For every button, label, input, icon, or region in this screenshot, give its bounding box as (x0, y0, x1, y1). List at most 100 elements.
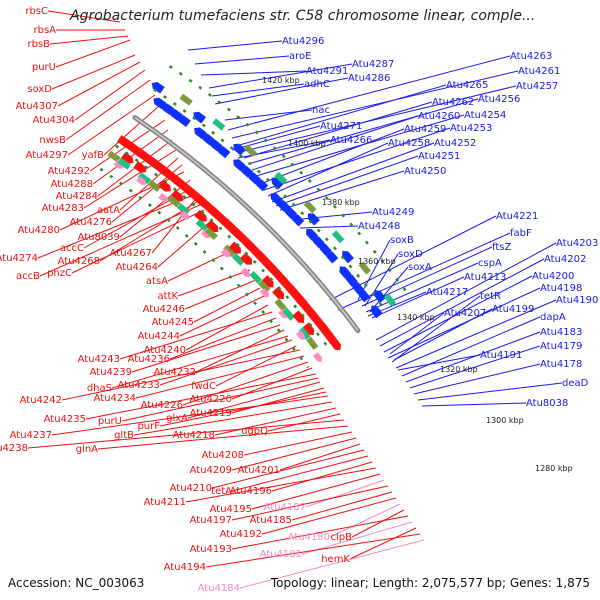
reverse-gene-label[interactable]: tetR (480, 291, 501, 302)
reverse-gene-label[interactable]: Atu4256 (478, 94, 520, 105)
reverse-gene-label[interactable]: soxB (390, 235, 414, 246)
reverse-gene-label[interactable]: Atu4266 (330, 135, 372, 146)
reverse-gene-label[interactable]: Atu4259 (404, 124, 446, 135)
forward-gene-label[interactable]: Atu4276 (70, 217, 112, 228)
reverse-gene-label[interactable]: fabF (510, 228, 532, 239)
forward-gene-label[interactable]: Atu4307 (16, 101, 58, 112)
reverse-gene-label[interactable]: Atu4253 (450, 123, 492, 134)
reverse-gene-label[interactable]: Atu4251 (418, 151, 460, 162)
reverse-gene-label[interactable]: Atu4254 (464, 110, 506, 121)
forward-gene-label[interactable]: Atu4243 (78, 354, 120, 365)
reverse-gene-label[interactable]: Atu4191 (480, 350, 522, 361)
reverse-gene-label[interactable]: Atu4207 (444, 308, 486, 319)
forward-gene-label[interactable]: Atu4297 (26, 150, 68, 161)
forward-gene-label[interactable]: aatA (97, 205, 120, 216)
forward-gene-label[interactable]: Atu4245 (152, 317, 194, 328)
reverse-gene-label[interactable]: nac (312, 105, 330, 116)
reverse-gene-label[interactable]: Atu4291 (306, 66, 348, 77)
reverse-gene-label[interactable]: Atu4183 (540, 327, 582, 338)
forward-gene-label[interactable]: Atu4283 (42, 203, 84, 214)
forward-gene-label[interactable]: Atu4244 (138, 331, 180, 342)
reverse-gene-label[interactable]: Atu4265 (446, 80, 488, 91)
forward-gene-label[interactable]: Atu4194 (164, 562, 206, 573)
reverse-gene-label[interactable]: Atu4296 (282, 36, 324, 47)
forward-gene-label[interactable]: Atu4235 (44, 414, 86, 425)
forward-gene-label[interactable]: Atu4268 (58, 256, 100, 267)
forward-gene-label[interactable]: Atu4181 (260, 549, 302, 560)
forward-gene-label[interactable]: dhaS (87, 383, 112, 394)
reverse-gene-label[interactable]: Atu4257 (516, 81, 558, 92)
reverse-gene-label[interactable]: Atu4260 (418, 111, 460, 122)
forward-gene-label[interactable]: glxA (166, 413, 188, 424)
reverse-gene-label[interactable]: Atu4271 (320, 121, 362, 132)
reverse-gene-label[interactable]: Atu4179 (540, 341, 582, 352)
forward-gene-label[interactable]: Atu4197 (190, 515, 232, 526)
forward-gene-label[interactable]: Atu4232 (154, 367, 196, 378)
forward-gene-label[interactable]: Atu4267 (110, 248, 152, 259)
forward-gene-label[interactable]: Atu4192 (220, 529, 262, 540)
forward-gene-label[interactable]: Atu4236 (128, 354, 170, 365)
forward-gene-label[interactable]: Atu4195 (210, 504, 252, 515)
forward-gene-label[interactable]: Atu4185 (250, 515, 292, 526)
forward-gene-label[interactable]: Atu4280 (18, 225, 60, 236)
forward-gene-label[interactable]: tetA (211, 486, 232, 497)
forward-gene-label[interactable]: Atu4284 (56, 191, 98, 202)
reverse-gene-label[interactable]: adhC (304, 79, 330, 90)
forward-gene-label[interactable]: Atu4233 (118, 380, 160, 391)
reverse-gene-label[interactable]: Atu4202 (544, 254, 586, 265)
forward-gene-label[interactable]: accB (16, 271, 40, 282)
forward-gene-label[interactable]: purU (32, 62, 56, 73)
reverse-gene-label[interactable]: soxD (398, 249, 423, 260)
reverse-gene-label[interactable]: ftsZ (492, 242, 511, 253)
forward-gene-label[interactable]: Atu4234 (94, 393, 136, 404)
reverse-gene-label[interactable]: deaD (562, 378, 589, 389)
reverse-gene-label[interactable]: Atu4199 (492, 304, 534, 315)
reverse-gene-label[interactable]: Atu4198 (540, 283, 582, 294)
forward-gene-label[interactable]: Atu4201 (238, 465, 280, 476)
reverse-gene-label[interactable]: Atu4287 (352, 59, 394, 70)
forward-gene-label[interactable]: Atu4180 (288, 532, 330, 543)
forward-gene-label[interactable]: Atu4219 (190, 408, 232, 419)
reverse-gene-label[interactable]: Atu4286 (348, 73, 390, 84)
reverse-gene-label[interactable]: cspA (478, 258, 502, 269)
forward-gene-label[interactable]: Atu4264 (116, 262, 158, 273)
reverse-gene-label[interactable]: Atu8038 (526, 398, 568, 409)
forward-gene-label[interactable]: fwdC (191, 381, 216, 392)
reverse-gene-label[interactable]: Atu4250 (404, 166, 446, 177)
forward-gene-label[interactable]: clpB (331, 532, 353, 543)
forward-gene-label[interactable]: purU (98, 416, 122, 427)
forward-gene-label[interactable]: Atu4246 (143, 304, 185, 315)
reverse-gene-label[interactable]: Atu4249 (372, 207, 414, 218)
reverse-gene-label[interactable]: Atu4213 (464, 272, 506, 283)
reverse-gene-label[interactable]: Atu4178 (540, 359, 582, 370)
forward-gene-label[interactable]: Atu4218 (173, 430, 215, 441)
forward-gene-label[interactable]: Atu4239 (90, 367, 132, 378)
reverse-gene-label[interactable]: Atu4262 (432, 97, 474, 108)
forward-gene-label[interactable]: glnA (76, 444, 98, 455)
forward-gene-label[interactable]: ugpQ (241, 426, 268, 437)
reverse-gene-label[interactable]: aroE (289, 51, 311, 62)
forward-gene-label[interactable]: Atu4187 (264, 502, 306, 513)
reverse-gene-label[interactable]: Atu4258 (388, 138, 430, 149)
forward-gene-label[interactable]: Atu4184 (198, 583, 240, 594)
forward-gene-label[interactable]: Atu4274 (0, 253, 38, 264)
reverse-gene-label[interactable]: Atu4252 (434, 138, 476, 149)
forward-gene-label[interactable]: atsA (146, 276, 168, 287)
forward-gene-label[interactable]: attK (157, 291, 178, 302)
forward-gene-label[interactable]: Atu4226 (141, 400, 183, 411)
forward-gene-label[interactable]: Atu4211 (144, 497, 186, 508)
forward-gene-label[interactable]: Atu4242 (20, 395, 62, 406)
reverse-gene-label[interactable]: Atu4263 (510, 51, 552, 62)
forward-gene-label[interactable]: Atu4288 (51, 179, 93, 190)
reverse-gene-label[interactable]: Atu4203 (556, 238, 598, 249)
forward-gene-label[interactable]: Atu4208 (202, 450, 244, 461)
forward-gene-label[interactable]: Atu4196 (230, 486, 272, 497)
forward-gene-label[interactable]: soxD (27, 84, 52, 95)
forward-gene-label[interactable]: Atu4238 (0, 443, 28, 454)
forward-gene-label[interactable]: Atu8039 (78, 232, 120, 243)
reverse-gene-label[interactable]: soxA (408, 262, 432, 273)
forward-gene-label[interactable]: rbsA (33, 25, 56, 36)
forward-gene-label[interactable]: purF (137, 421, 160, 432)
reverse-gene-label[interactable]: Atu4217 (426, 287, 468, 298)
reverse-gene-label[interactable]: Atu4190 (556, 295, 598, 306)
